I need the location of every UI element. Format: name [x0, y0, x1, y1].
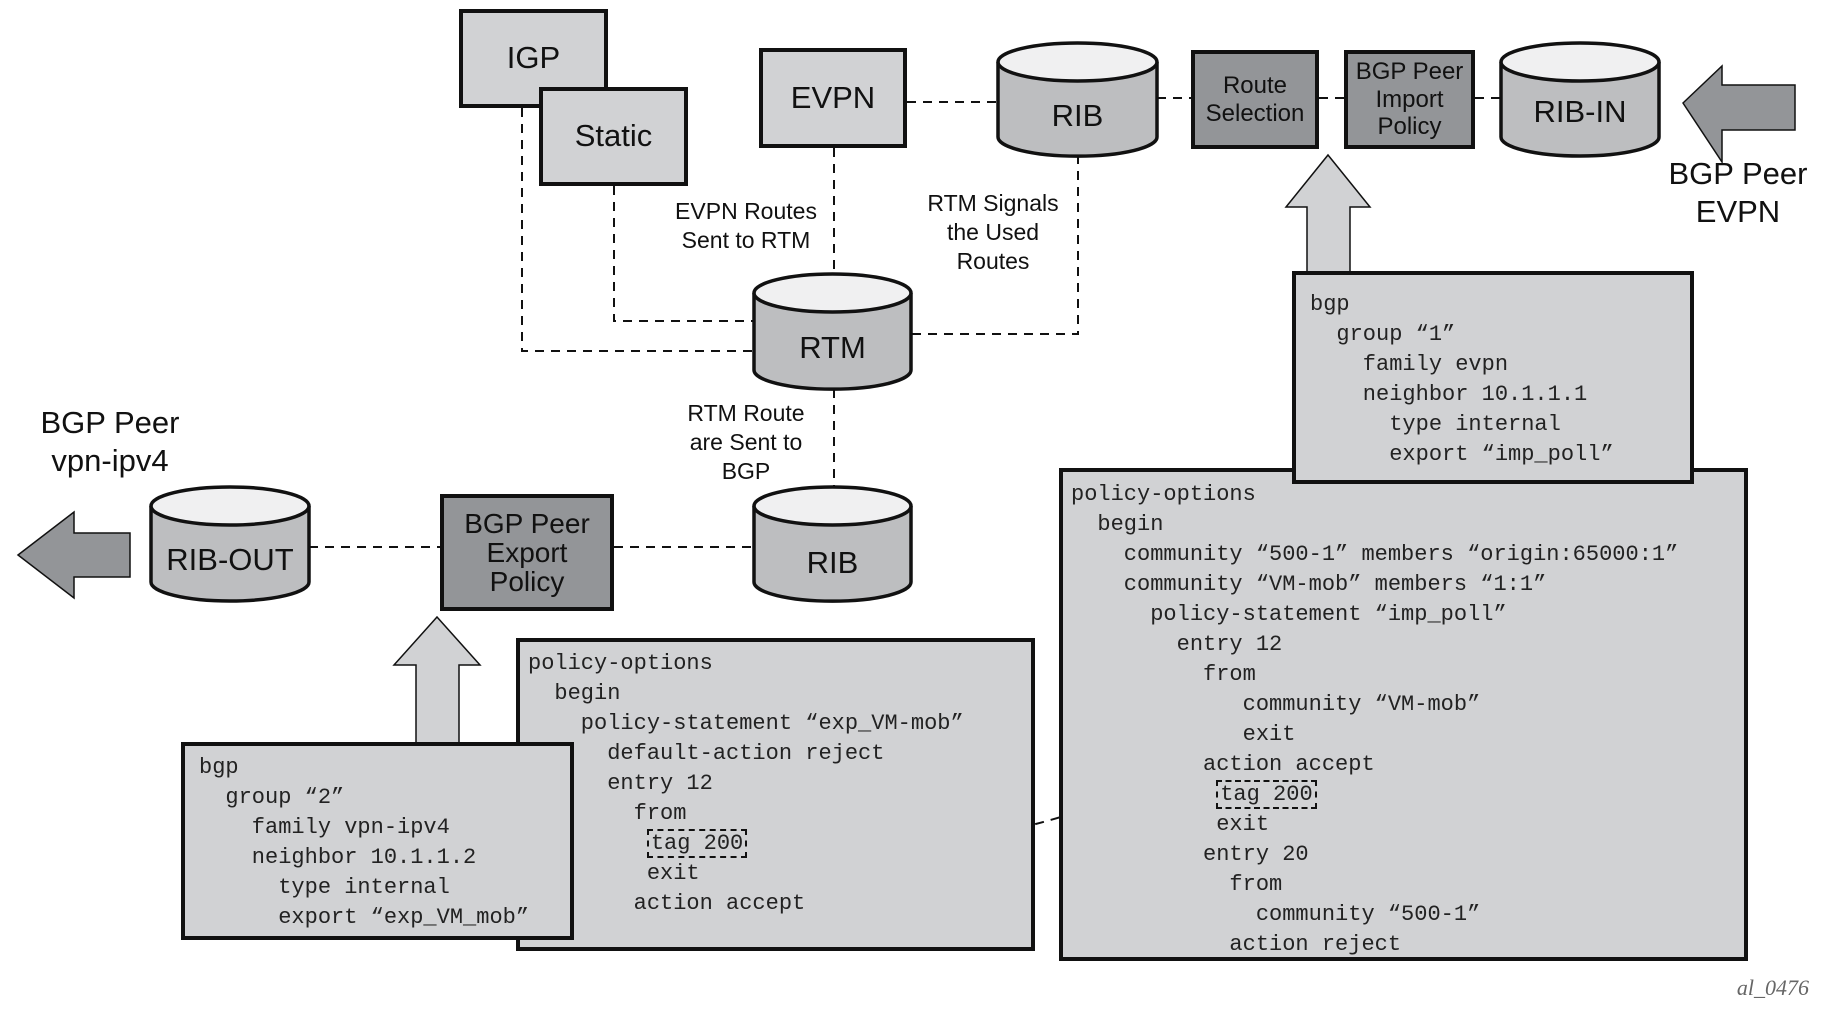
code-line: family evpn [1310, 352, 1509, 377]
code-line: from [1071, 662, 1256, 687]
note-line: RTM Route [687, 400, 805, 426]
bgp-group2-code-block: bgp group “2” family vpn-ipv4 neighbor 1… [181, 742, 574, 940]
bgp-peer-vpn-label: BGP Peer vpn-ipv4 [20, 404, 200, 480]
cylinder-rib-bottom [752, 485, 913, 603]
code-line: export “imp_poll” [1310, 442, 1614, 467]
note-line: Routes [956, 248, 1030, 274]
code-line: community “500-1” [1071, 902, 1481, 927]
code-line: community “500-1” members “origin:65000:… [1071, 542, 1679, 567]
code-line: action reject [1071, 932, 1402, 957]
route-selection-line: Route [1222, 71, 1288, 99]
note-line: Sent to RTM [681, 227, 811, 253]
code-line: begin [528, 681, 621, 706]
note-line: the Used [946, 219, 1040, 245]
static-label: Static [574, 118, 653, 154]
code-line: action accept [528, 891, 806, 916]
code-line: policy-options [528, 651, 713, 676]
rib-out-label: RIB-OUT [166, 542, 294, 577]
note-evpn-to-rtm: EVPN Routes Sent to RTM [656, 197, 836, 255]
bgp-peer-vpn-arrow-icon [16, 510, 131, 600]
rib-top-label: RIB [1051, 98, 1104, 133]
code-line: from [1071, 872, 1283, 897]
policy-export-code-block: policy-options begin policy-statement “e… [516, 638, 1035, 951]
code-line: entry 20 [1071, 842, 1309, 867]
code-line: tag 200 [528, 829, 748, 859]
import-policy-box: BGP Peer Import Policy [1344, 50, 1475, 149]
peer-line: BGP Peer [1668, 156, 1808, 191]
evpn-label: EVPN [790, 79, 876, 115]
code-line: type internal [199, 875, 450, 900]
import-policy-line: Import [1375, 85, 1444, 113]
code-line: family vpn-ipv4 [199, 815, 450, 840]
code-line: exit [1071, 812, 1270, 837]
cylinder-rib-top [996, 41, 1159, 158]
code-line: group “2” [199, 785, 345, 810]
bgp-peer-evpn-arrow-icon [1682, 64, 1796, 165]
peer-line: BGP Peer [40, 405, 180, 440]
import-up-arrow-icon [1284, 153, 1372, 273]
code-line: policy-statement “exp_VM-mob” [528, 711, 964, 736]
code-line: entry 12 [528, 771, 713, 796]
note-line: are Sent to [689, 429, 803, 455]
policy-import-code-block: policy-options begin community “500-1” m… [1059, 468, 1748, 961]
note-rtm-signals: RTM Signals the Used Routes [903, 189, 1083, 276]
route-selection-box: Route Selection [1191, 50, 1319, 149]
export-policy-line: Export [486, 537, 568, 568]
rib-to-rtm-line [911, 155, 1079, 335]
code-line: exit [1071, 722, 1296, 747]
code-line: bgp [199, 755, 239, 780]
code-line: policy-statement “imp_poll” [1071, 602, 1507, 627]
code-line: policy-options [1071, 482, 1256, 507]
code-line: export “exp_VM_mob” [199, 905, 530, 930]
tag-highlight: tag 200 [646, 829, 748, 858]
igp-to-rtm-line [521, 108, 754, 352]
code-line: neighbor 10.1.1.1 [1310, 382, 1588, 407]
bgp-peer-evpn-label: BGP Peer EVPN [1648, 155, 1823, 231]
import-policy-line: Policy [1377, 113, 1442, 141]
export-policy-line: BGP Peer [464, 508, 590, 539]
cylinder-rtm [752, 272, 913, 391]
code-line: action accept [1071, 752, 1375, 777]
import-policy-line: BGP Peer [1355, 58, 1464, 86]
tag-highlight: tag 200 [1216, 780, 1317, 809]
code-line: community “VM-mob” members “1:1” [1071, 572, 1547, 597]
peer-line: vpn-ipv4 [51, 443, 169, 478]
rib-bottom-label: RIB [806, 545, 859, 580]
note-rtm-to-bgp: RTM Route are Sent to BGP [656, 399, 836, 486]
bgp-group1-code-block: bgp group “1” family evpn neighbor 10.1.… [1292, 271, 1694, 484]
code-line: type internal [1310, 412, 1561, 437]
code-line: from [528, 801, 687, 826]
evpn-box: EVPN [759, 48, 907, 148]
route-selection-line: Selection [1205, 99, 1305, 127]
figure-reference: al_0476 [1736, 975, 1809, 1000]
rib-in-label: RIB-IN [1533, 94, 1627, 129]
code-line: bgp [1310, 292, 1350, 317]
export-policy-box: BGP Peer Export Policy [440, 494, 614, 611]
igp-label: IGP [506, 40, 561, 76]
rtm-label: RTM [799, 330, 866, 365]
static-box: Static [539, 87, 688, 186]
code-line: community “VM-mob” [1071, 692, 1481, 717]
code-line: tag 200 [1071, 780, 1317, 810]
export-up-arrow-icon [392, 615, 482, 745]
static-to-rtm-line [613, 186, 754, 322]
code-line: begin [1071, 512, 1164, 537]
code-line: group “1” [1310, 322, 1456, 347]
peer-line: EVPN [1695, 194, 1781, 229]
note-line: EVPN Routes [675, 198, 817, 224]
cylinder-rib-in [1499, 41, 1661, 158]
cylinder-rib-out [149, 485, 311, 603]
export-policy-line: Policy [489, 566, 565, 597]
code-line: entry 12 [1071, 632, 1283, 657]
code-line: exit [528, 861, 700, 886]
note-line: RTM Signals [927, 190, 1059, 216]
note-line: BGP [721, 458, 771, 484]
code-line: neighbor 10.1.1.2 [199, 845, 477, 870]
code-line: default-action reject [528, 741, 885, 766]
